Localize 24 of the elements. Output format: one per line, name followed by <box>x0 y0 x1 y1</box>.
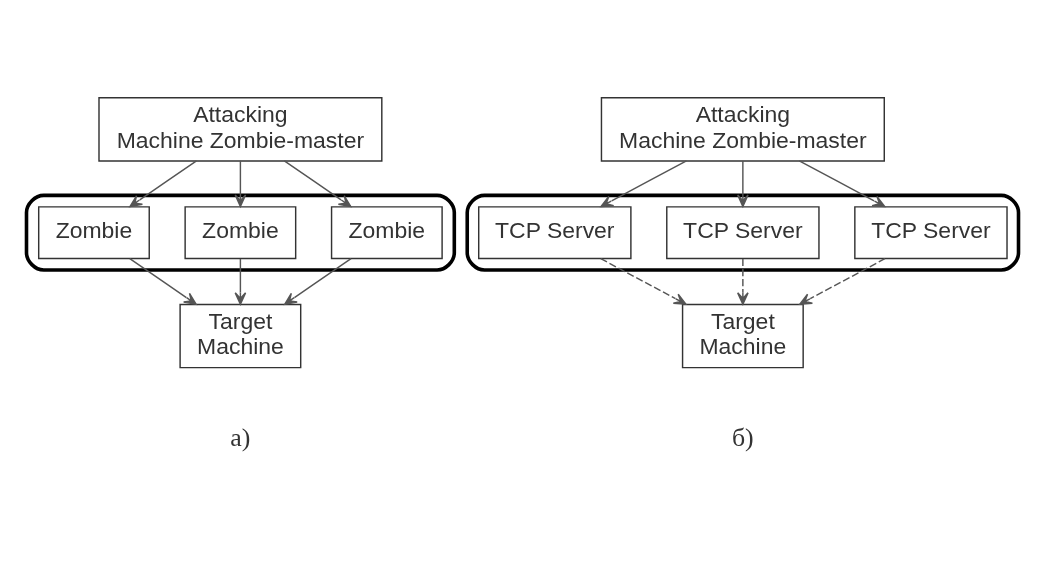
node-box: Attacking Machine Zombie-master <box>600 96 885 162</box>
arrow <box>234 159 247 207</box>
arrow <box>234 257 247 305</box>
node-box: Zombie <box>184 205 297 259</box>
arrow <box>798 159 886 207</box>
arrow <box>284 257 352 305</box>
node-box: TCP Server <box>854 205 1008 259</box>
label: а) <box>230 422 251 452</box>
arrow <box>600 159 688 207</box>
node-box: Target Machine <box>179 303 302 368</box>
arrow <box>799 257 886 305</box>
arrow <box>737 257 749 305</box>
arrow <box>600 257 687 305</box>
arrow <box>129 159 198 207</box>
label: б) <box>731 422 754 452</box>
arrow <box>737 159 749 207</box>
arrow <box>129 257 197 305</box>
node-box: Zombie <box>38 205 150 259</box>
node-box: Target Machine <box>681 303 804 368</box>
node-box: Attacking Machine Zombie-master <box>98 96 383 162</box>
node-box: TCP Server <box>478 205 632 259</box>
node-box: Zombie <box>330 205 443 259</box>
node-box: TCP Server <box>666 205 820 259</box>
arrow <box>283 159 352 207</box>
